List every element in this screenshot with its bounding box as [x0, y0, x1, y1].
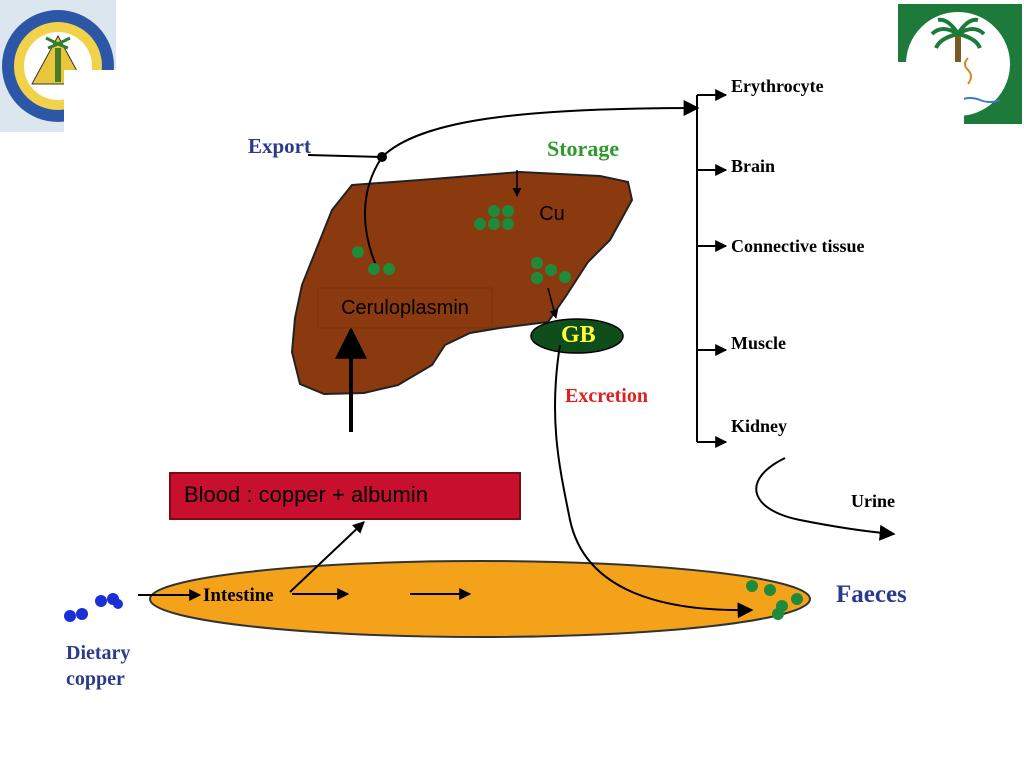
copper-dots-export — [352, 246, 395, 275]
dietary-copper-label-line1: Dietary — [66, 642, 131, 664]
gb-label: GB — [561, 322, 596, 348]
absorption-arrow — [289, 521, 365, 593]
export-junction — [377, 152, 387, 162]
university-seal-logo — [0, 0, 116, 132]
urine-arrow — [755, 457, 896, 541]
cu-label: Cu — [539, 202, 565, 225]
copper-dots-faeces — [746, 580, 803, 620]
ceruloplasmin-label: Ceruloplasmin — [341, 296, 469, 319]
intestine-shape — [149, 560, 811, 638]
cu-box — [526, 194, 578, 234]
target-connective-tissue-label: Connective tissue — [731, 236, 865, 256]
logo-mask — [64, 70, 124, 134]
target-brain-label: Brain — [731, 156, 776, 176]
copper-dots-liver — [531, 257, 571, 284]
export-arrow — [364, 100, 700, 271]
target-muscle-label: Muscle — [731, 333, 786, 353]
export-line — [307, 154, 383, 158]
to-gb-arrow — [547, 287, 559, 319]
dietary-copper-label-line2: copper — [66, 668, 125, 690]
target-kidney-label: Kidney — [731, 416, 788, 436]
copper-dots-storage — [474, 205, 514, 230]
ceruloplasmin-box — [317, 287, 493, 329]
intestine-label: Intestine — [203, 585, 274, 606]
excretion-arrow — [553, 344, 754, 619]
excretion-label: Excretion — [565, 385, 648, 407]
copper-dots-dietary — [64, 593, 123, 622]
liver-shape — [290, 170, 634, 396]
urine-label: Urine — [851, 491, 895, 511]
blood-label: Blood : copper + albumin — [184, 482, 428, 507]
logo-mask — [898, 62, 964, 126]
target-erythrocyte-label: Erythrocyte — [731, 76, 824, 96]
blood-box — [169, 472, 521, 520]
export-label: Export — [248, 134, 311, 158]
gall-bladder — [530, 318, 624, 354]
storage-label: Storage — [547, 136, 620, 161]
faeces-label: Faeces — [836, 581, 907, 608]
